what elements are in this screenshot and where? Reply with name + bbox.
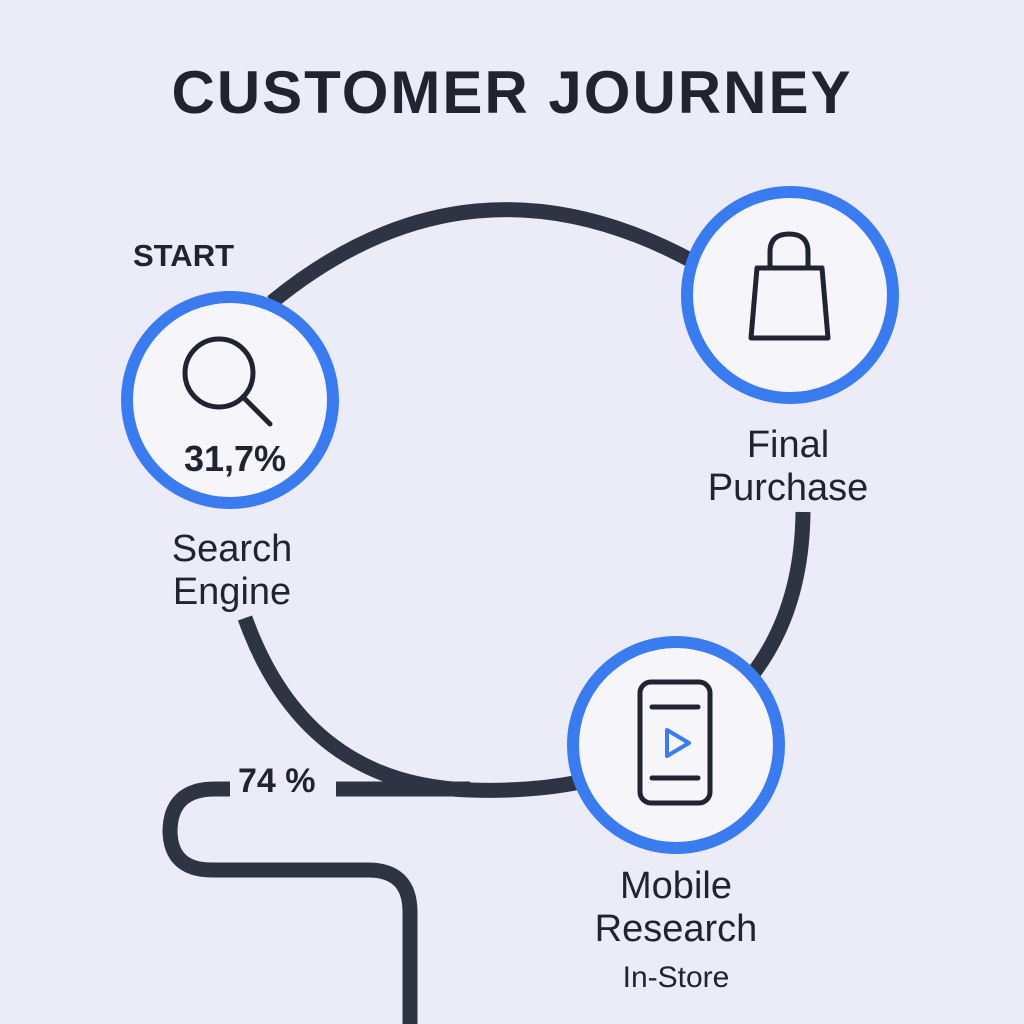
purchase-node[interactable]	[681, 186, 899, 404]
path-exit-line	[162, 781, 418, 1024]
mobile-node[interactable]	[567, 636, 785, 854]
path-search-to-purchase	[267, 202, 698, 308]
purchase-label-line1: Final	[746, 424, 830, 466]
path-purchase-to-mobile	[746, 511, 811, 680]
mobile-video-icon	[637, 679, 713, 806]
search-label-line1: Search	[171, 528, 293, 570]
mobile-label-line2: Research	[594, 908, 758, 950]
mobile-sublabel: In-Store	[622, 961, 730, 994]
search-percent: 31,7%	[183, 438, 287, 479]
shopping-bag-icon	[748, 231, 831, 341]
search-node[interactable]	[121, 291, 339, 509]
start-label: START	[133, 238, 235, 273]
page-title: CUSTOMER JOURNEY	[171, 59, 853, 126]
path-percent: 74 %	[238, 762, 316, 800]
search-label-line2: Engine	[172, 571, 292, 613]
mobile-label-line1: Mobile	[620, 865, 732, 907]
purchase-label-line2: Purchase	[707, 467, 869, 509]
search-icon	[182, 336, 273, 427]
